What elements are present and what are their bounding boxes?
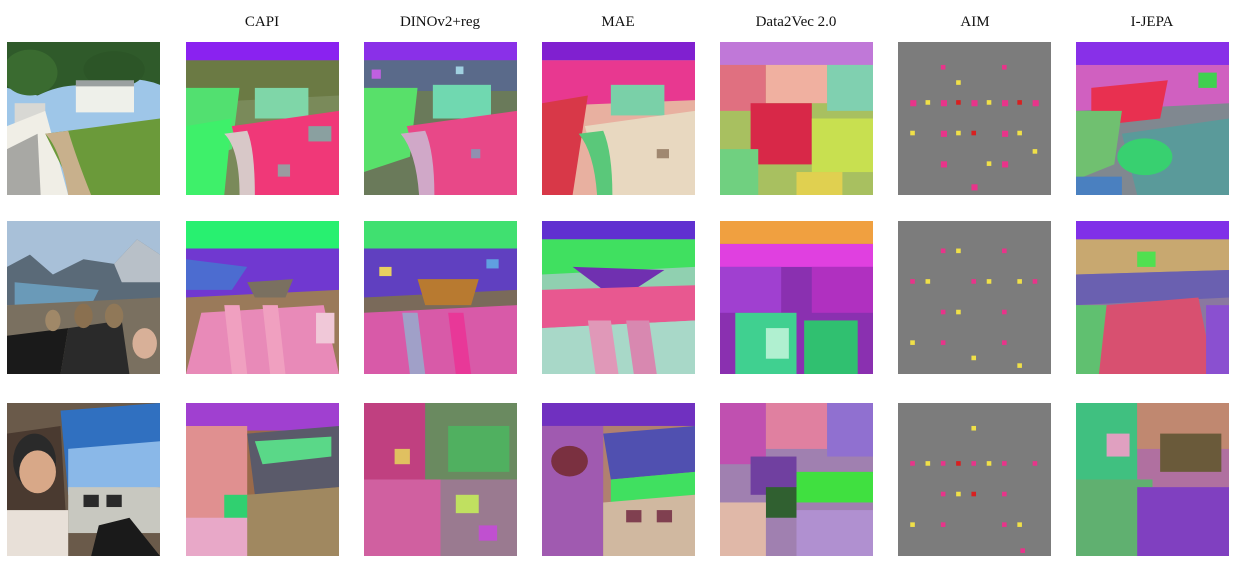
original-image-chateau xyxy=(7,42,160,195)
column-header-ijepa: I-JEPA xyxy=(1130,14,1174,30)
feature-map-mae-row2 xyxy=(542,221,695,374)
feature-map-aim-row3 xyxy=(898,403,1051,556)
feature-map-data2vec-row2 xyxy=(720,221,873,374)
feature-map-dinov2-row1 xyxy=(364,42,517,195)
feature-map-aim-row1 xyxy=(898,42,1051,195)
original-image-mountain-feet xyxy=(7,221,160,374)
feature-map-aim-row2 xyxy=(898,221,1051,374)
column-header-capi: CAPI xyxy=(244,14,280,30)
column-header-aim: AIM xyxy=(960,14,990,30)
feature-map-capi-row3 xyxy=(186,403,339,556)
column-header-dinov2-reg: DINOv2+reg xyxy=(399,14,481,30)
feature-map-data2vec-row3 xyxy=(720,403,873,556)
feature-map-ijepa-row3 xyxy=(1076,403,1229,556)
feature-map-data2vec-row1 xyxy=(720,42,873,195)
feature-map-capi-row2 xyxy=(186,221,339,374)
feature-map-mae-row1 xyxy=(542,42,695,195)
original-image-cockpit xyxy=(7,403,160,556)
feature-map-mae-row3 xyxy=(542,403,695,556)
feature-map-capi-row1 xyxy=(186,42,339,195)
feature-map-dinov2-row3 xyxy=(364,403,517,556)
feature-map-dinov2-row2 xyxy=(364,221,517,374)
feature-map-ijepa-row1 xyxy=(1076,42,1229,195)
feature-map-ijepa-row2 xyxy=(1076,221,1229,374)
column-header-data2vec: Data2Vec 2.0 xyxy=(755,14,837,30)
column-header-mae: MAE xyxy=(601,14,635,30)
